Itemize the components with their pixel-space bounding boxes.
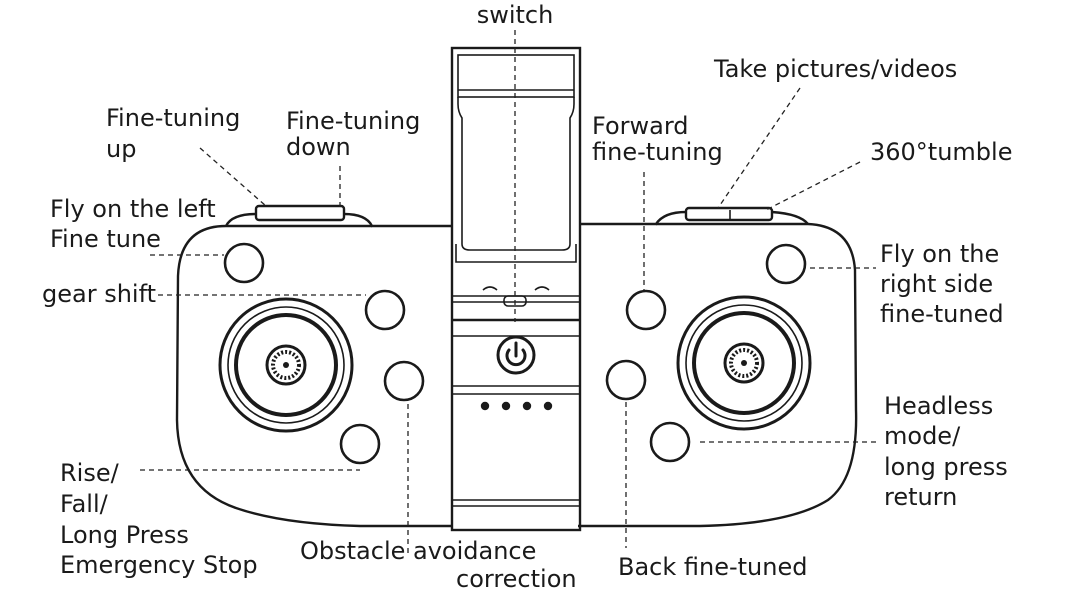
indicator-dot xyxy=(480,401,490,411)
label-fine-up-line2: up xyxy=(106,135,136,163)
label-tumble: 360°tumble xyxy=(870,138,1012,166)
label-switch: switch xyxy=(477,1,554,29)
controller-body xyxy=(175,204,858,528)
label-forward-line2: fine-tuning xyxy=(592,138,723,166)
label-fine-up-line1: Fine-tuning xyxy=(106,104,240,132)
callout-labels: switch Take pictures/videos Fine-tuning … xyxy=(42,1,1012,593)
forward-fine-tune-button[interactable] xyxy=(625,289,667,331)
fly-right-fine-tune-button[interactable] xyxy=(765,243,807,285)
label-headless-line3: long press xyxy=(884,453,1008,481)
back-fine-tune-button[interactable] xyxy=(605,359,647,401)
left-joystick[interactable] xyxy=(218,297,354,433)
label-forward-line1: Forward xyxy=(592,112,689,140)
right-shoulder-bumper xyxy=(684,206,774,222)
indicator-dot xyxy=(522,401,532,411)
label-fine-down-line1: Fine-tuning xyxy=(286,107,420,135)
label-headless-line1: Headless xyxy=(884,392,993,420)
rise-fall-button[interactable] xyxy=(339,423,381,465)
label-fly-right-line3: fine-tuned xyxy=(880,300,1004,328)
label-gear-shift: gear shift xyxy=(42,280,156,308)
leader-lines xyxy=(140,30,876,556)
label-back: Back fine-tuned xyxy=(618,553,807,581)
label-headless-line2: mode/ xyxy=(884,422,961,450)
indicator-dot xyxy=(543,401,553,411)
label-fly-left-line2: Fine tune xyxy=(50,225,161,253)
phone-holder xyxy=(450,46,582,532)
obstacle-avoidance-button[interactable] xyxy=(383,360,425,402)
controller-outline xyxy=(175,222,858,528)
indicator-lights xyxy=(480,401,553,411)
label-headless-line4: return xyxy=(884,483,957,511)
label-fly-right-line1: Fly on the xyxy=(880,240,999,268)
right-joystick[interactable] xyxy=(676,295,812,431)
left-shoulder-bumper xyxy=(254,204,346,222)
label-take-pictures: Take pictures/videos xyxy=(713,55,957,83)
label-rise-line2: Fall/ xyxy=(60,490,109,518)
fly-left-fine-tune-button[interactable] xyxy=(223,242,265,284)
label-fly-right-line2: right side xyxy=(880,270,993,298)
label-fine-down-line2: down xyxy=(286,133,351,161)
label-rise-line4: Emergency Stop xyxy=(60,551,258,579)
label-rise-line3: Long Press xyxy=(60,521,189,549)
headless-mode-button[interactable] xyxy=(649,421,691,463)
indicator-dot xyxy=(501,401,511,411)
label-fly-left-line1: Fly on the left xyxy=(50,195,216,223)
gear-shift-button[interactable] xyxy=(364,289,406,331)
power-button[interactable] xyxy=(496,335,536,375)
label-obstacle-line2: correction xyxy=(456,565,577,593)
power-icon xyxy=(505,348,527,367)
label-rise-line1: Rise/ xyxy=(60,459,120,487)
label-obstacle-line1: Obstacle avoidance xyxy=(300,537,536,565)
